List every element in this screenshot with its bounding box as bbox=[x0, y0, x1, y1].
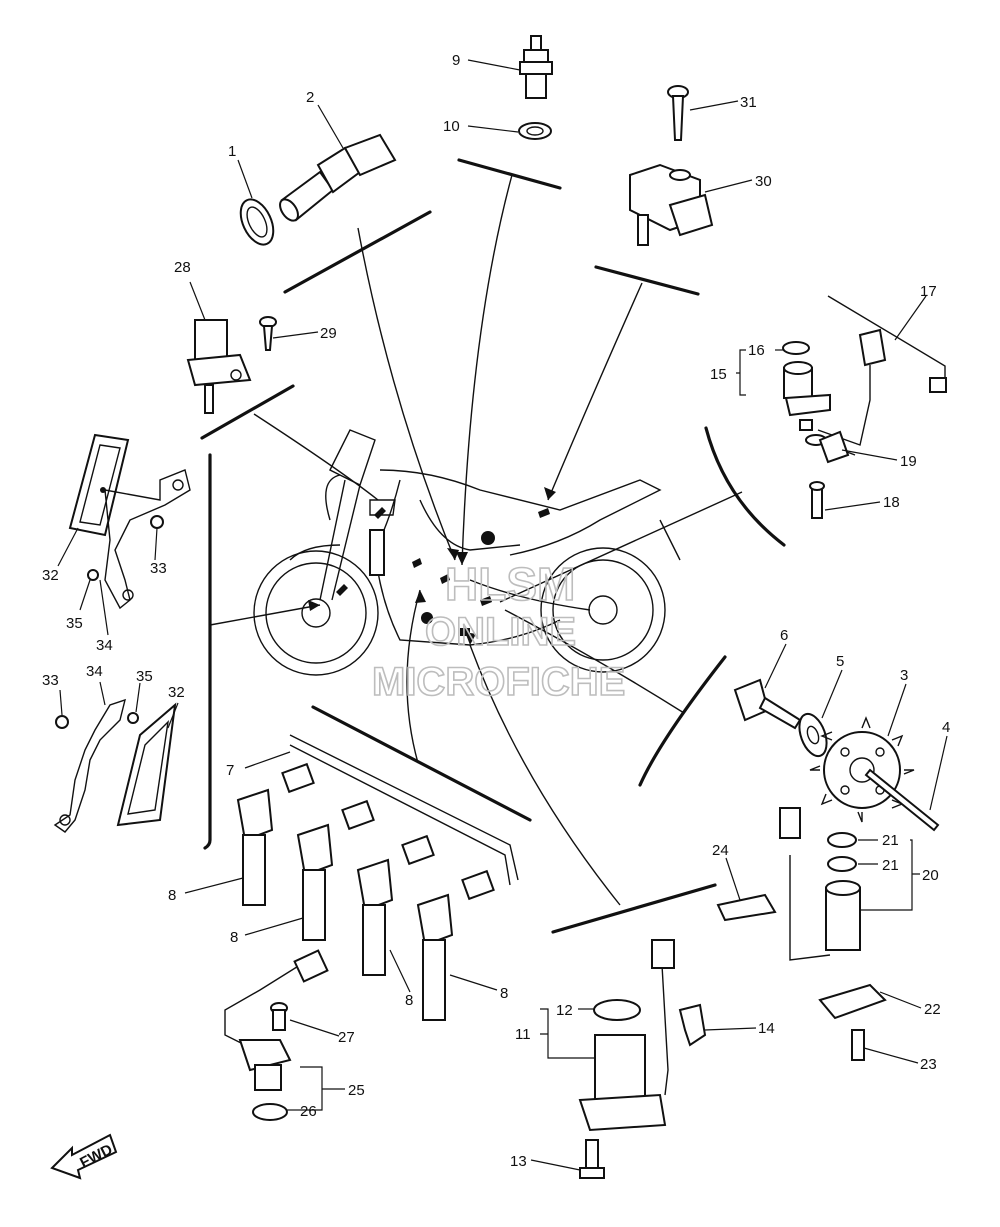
callout-leaders bbox=[57, 59, 948, 1171]
bolt-part-23 bbox=[851, 1029, 865, 1061]
callout-9: 9 bbox=[452, 52, 460, 69]
callout-30: 30 bbox=[755, 173, 772, 190]
bolt-part-6 bbox=[733, 678, 802, 730]
o-ring-part-26 bbox=[252, 1103, 288, 1121]
fwd-arrow: FWD bbox=[50, 1133, 118, 1180]
nut-part-33 bbox=[150, 515, 164, 529]
callout-5: 5 bbox=[836, 653, 844, 670]
callout-33a: 33 bbox=[150, 560, 167, 577]
callout-15: 15 bbox=[710, 366, 727, 383]
callout-25: 25 bbox=[348, 1082, 365, 1099]
sprocket-part-3 bbox=[809, 716, 915, 823]
ignition-coil-part-8c bbox=[356, 858, 394, 976]
callout-26: 26 bbox=[300, 1103, 317, 1120]
bolt-part-13 bbox=[579, 1139, 605, 1179]
callout-8c: 8 bbox=[405, 992, 413, 1009]
map-sensor-part-30 bbox=[629, 163, 714, 246]
callout-1: 1 bbox=[228, 143, 236, 160]
callout-16: 16 bbox=[748, 342, 765, 359]
callout-21a: 21 bbox=[882, 832, 899, 849]
callout-6: 6 bbox=[780, 627, 788, 644]
bolt-part-27 bbox=[270, 1002, 288, 1031]
bolt-part-18 bbox=[809, 481, 825, 519]
callout-32a: 32 bbox=[42, 567, 59, 584]
callout-8b: 8 bbox=[230, 929, 238, 946]
motorcycle-outline bbox=[253, 429, 681, 676]
callout-2: 2 bbox=[306, 89, 314, 106]
bracket-part-34 bbox=[104, 469, 191, 610]
speed-sensor-part-15 bbox=[782, 341, 871, 456]
callout-29: 29 bbox=[320, 325, 337, 342]
reflector-part-32-lower bbox=[116, 702, 177, 827]
washer-part-35-lower bbox=[127, 712, 139, 724]
sensor-part-11 bbox=[578, 939, 675, 1132]
callout-33b: 33 bbox=[42, 672, 59, 689]
callout-28: 28 bbox=[174, 259, 191, 276]
temperature-sensor-part-2 bbox=[279, 133, 397, 222]
reflector-part-32 bbox=[68, 433, 130, 537]
sensor-part-28 bbox=[186, 319, 252, 414]
svg-text:MICROFICHE: MICROFICHE bbox=[372, 660, 625, 704]
callout-35b: 35 bbox=[136, 668, 153, 685]
callout-35a: 35 bbox=[66, 615, 83, 632]
svg-text:HLSM: HLSM bbox=[445, 558, 575, 610]
ignition-coil-part-8d bbox=[416, 893, 454, 1021]
callout-8a: 8 bbox=[168, 887, 176, 904]
callout-24: 24 bbox=[712, 842, 729, 859]
callout-14: 14 bbox=[758, 1020, 775, 1037]
callout-13: 13 bbox=[510, 1153, 527, 1170]
bracket-part-34-lower bbox=[53, 698, 126, 833]
callout-34a: 34 bbox=[96, 637, 113, 654]
washer-part-5 bbox=[798, 712, 828, 758]
callout-32b: 32 bbox=[168, 684, 185, 701]
washer-part-35 bbox=[87, 569, 99, 581]
callout-34b: 34 bbox=[86, 663, 103, 680]
callout-11: 11 bbox=[515, 1026, 531, 1043]
oil-switch-part-9 bbox=[519, 35, 553, 99]
svg-text:ONLINE: ONLINE bbox=[425, 610, 576, 654]
callout-labels: 1 2 3 4 5 6 7 8 8 8 8 9 10 11 12 13 14 1… bbox=[42, 52, 950, 1170]
callout-23: 23 bbox=[920, 1056, 937, 1073]
bracket-part-22 bbox=[818, 983, 887, 1020]
watermark: HLSM ONLINE MICROFICHE bbox=[371, 557, 626, 705]
callout-7: 7 bbox=[226, 762, 234, 779]
sensor-part-25 bbox=[224, 949, 329, 1091]
callout-4: 4 bbox=[942, 719, 950, 736]
callout-10: 10 bbox=[443, 118, 460, 135]
callout-20: 20 bbox=[922, 867, 939, 884]
clamp-part-19 bbox=[805, 430, 850, 464]
ignition-coil-part-8 bbox=[236, 788, 274, 906]
pin-part-4 bbox=[864, 768, 940, 832]
sensor-part-20 bbox=[779, 807, 861, 961]
callout-27: 27 bbox=[338, 1029, 355, 1046]
callout-19: 19 bbox=[900, 453, 917, 470]
wire-harness-part-7 bbox=[281, 734, 519, 901]
callout-31: 31 bbox=[740, 94, 757, 111]
gasket-part-10 bbox=[518, 122, 552, 140]
washer-part-1 bbox=[239, 198, 275, 246]
guide-part-24 bbox=[716, 893, 777, 922]
clamp-part-14 bbox=[678, 1003, 707, 1047]
screw-part-29 bbox=[259, 316, 277, 351]
lead-wire-part-17 bbox=[827, 295, 947, 393]
callout-17: 17 bbox=[920, 283, 937, 300]
callout-18: 18 bbox=[883, 494, 900, 511]
callout-12: 12 bbox=[556, 1002, 573, 1019]
callout-22: 22 bbox=[924, 1001, 941, 1018]
o-ring-part-12 bbox=[593, 999, 641, 1021]
callout-8d: 8 bbox=[500, 985, 508, 1002]
nut-part-33-lower bbox=[55, 715, 69, 729]
ignition-coil-part-8b bbox=[296, 823, 334, 941]
callout-21b: 21 bbox=[882, 857, 899, 874]
callout-3: 3 bbox=[900, 667, 908, 684]
section-lines bbox=[200, 158, 786, 934]
o-ring-part-21 bbox=[827, 832, 857, 872]
screw-part-31 bbox=[667, 85, 689, 141]
